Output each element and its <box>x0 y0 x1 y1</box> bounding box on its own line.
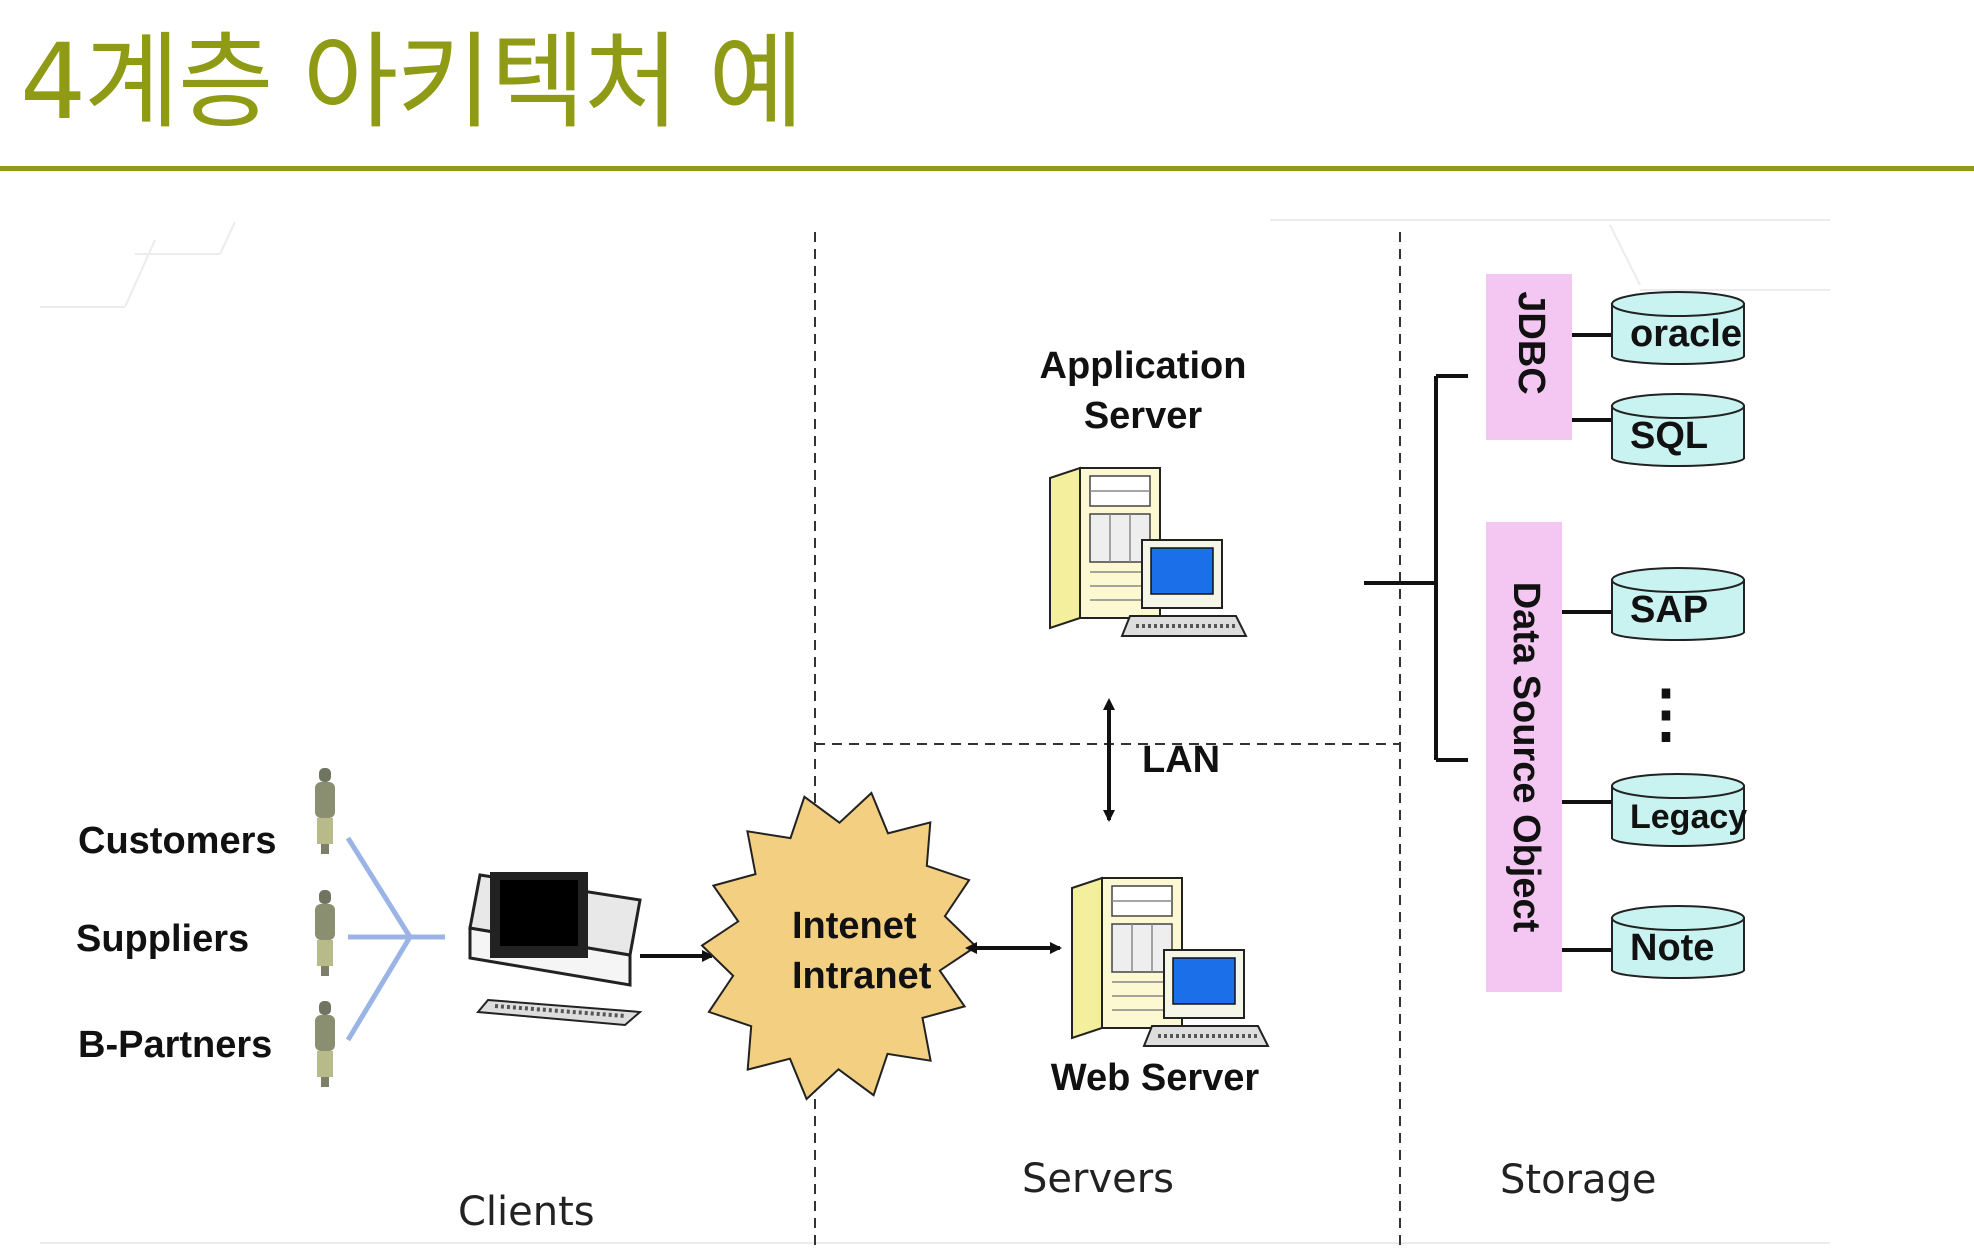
network-cloud <box>700 791 978 1101</box>
network-label-internet: Intenet <box>792 905 917 947</box>
database-oracle: oracle <box>1611 291 1745 365</box>
client-computer-icon <box>468 872 643 1027</box>
web-server-icon <box>1071 876 1270 1047</box>
title-underline <box>0 166 1974 171</box>
dso-label: Data Source Object <box>1505 582 1547 933</box>
db-connectors <box>1562 333 1612 952</box>
zone-label-clients: Clients <box>458 1189 595 1235</box>
partners-label: B-Partners <box>78 1024 272 1066</box>
background-decoration <box>40 219 1830 1244</box>
web-server-label: Web Server <box>1051 1057 1260 1099</box>
db-label-oracle: oracle <box>1630 313 1742 355</box>
app-server-icon <box>1049 466 1248 637</box>
storage-bracket <box>1364 374 1468 762</box>
customer-user-icon <box>315 768 335 854</box>
jdbc-bar <box>1486 274 1572 440</box>
partner-user-icon <box>315 1001 335 1087</box>
database-sap: SAP <box>1611 567 1745 641</box>
database-legacy: Legacy <box>1611 773 1747 847</box>
zone-label-servers: Servers <box>1022 1156 1174 1202</box>
client-users <box>315 768 335 1087</box>
dso-bar <box>1486 522 1562 992</box>
supplier-user-icon <box>315 890 335 976</box>
db-label-sap: SAP <box>1630 589 1708 631</box>
db-label-sql: SQL <box>1630 415 1708 457</box>
zone-label-storage: Storage <box>1500 1157 1657 1203</box>
jdbc-label: JDBC <box>1510 291 1552 394</box>
db-label-legacy: Legacy <box>1630 798 1747 836</box>
page-title: 4계층 아키텍처 예 <box>20 21 804 143</box>
suppliers-label: Suppliers <box>76 918 249 960</box>
database-note: Note <box>1611 905 1745 979</box>
database-sql: SQL <box>1611 393 1745 467</box>
app-server-label-1: Application <box>1040 345 1247 387</box>
client-connectors <box>345 836 445 1042</box>
app-server-label-2: Server <box>1084 395 1203 437</box>
customers-label: Customers <box>78 820 277 862</box>
db-ellipsis: ⋮ <box>1634 677 1698 749</box>
db-label-note: Note <box>1630 927 1714 969</box>
network-label-intranet: Intranet <box>792 955 932 997</box>
lan-label: LAN <box>1142 739 1220 781</box>
